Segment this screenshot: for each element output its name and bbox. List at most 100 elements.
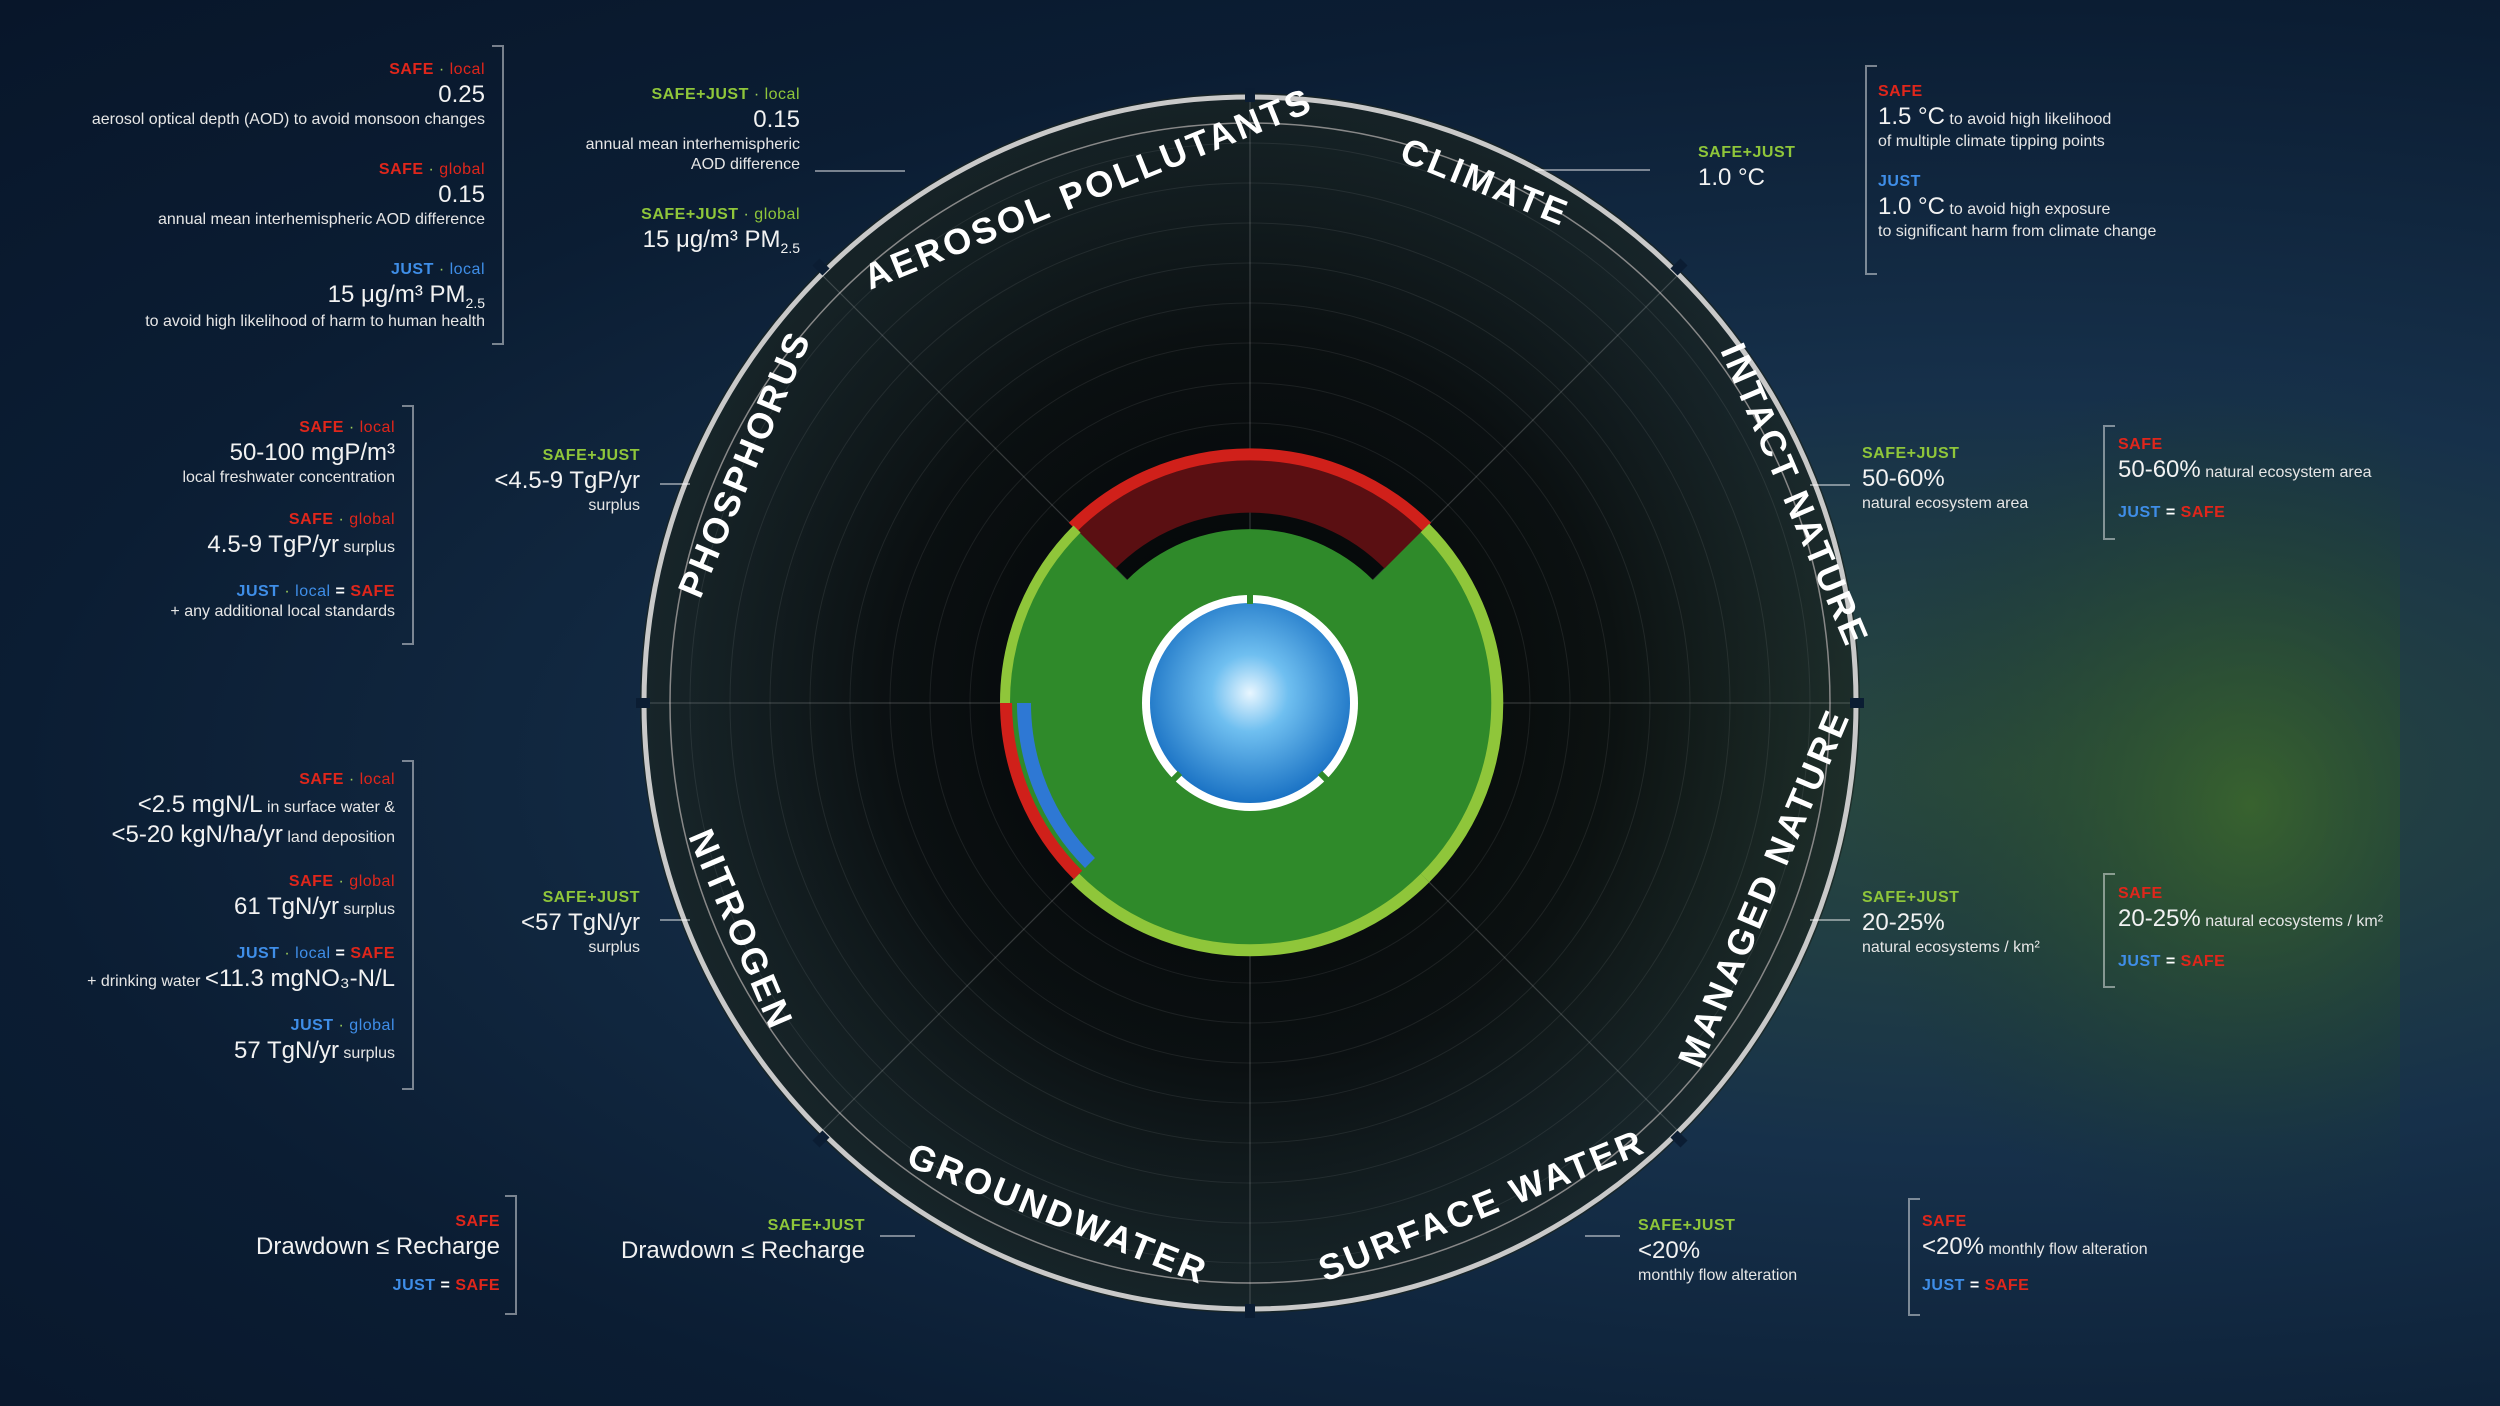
tag-safe: SAFE [1922, 1213, 1967, 1230]
climate-just-note2: to significant harm from climate change [1878, 223, 2157, 240]
tag-safe: SAFE [2180, 504, 2226, 521]
tag-scope: local [359, 771, 395, 788]
nitrogen-surface-water-value: <2.5 mgN/L [137, 791, 263, 818]
managed-inner-value: 20-25% [1862, 909, 1945, 936]
tag-scope: global [754, 206, 800, 223]
tag-scope: local [449, 261, 485, 278]
tag-safejust: SAFE+JUST [767, 1217, 865, 1234]
managed-outer-note: natural ecosystems / km² [2205, 913, 2384, 930]
tag-safejust: SAFE+JUST [1698, 144, 1796, 161]
intact-inner-note: natural ecosystem area [1862, 495, 2029, 512]
climate-safe-note: to avoid high likelihood [1949, 111, 2112, 128]
tag-safe: SAFE [455, 1213, 500, 1230]
guide-rings [689, 142, 1811, 1264]
tag-just: JUST [1878, 173, 1921, 190]
climate-outer-bracket [1865, 65, 1889, 275]
equals-sign: = [440, 1277, 451, 1294]
earth-core [1150, 603, 1350, 803]
nitrogen-surface-water-note: in surface water & [266, 799, 395, 816]
equals-sign: = [1969, 1277, 1980, 1294]
equals-sign: = [335, 945, 346, 962]
climate-outer-block: SAFE 1.5 °C to avoid high likelihood of … [1878, 82, 2298, 272]
aerosol-safe-global-value: 0.15 [438, 181, 485, 208]
tag-scope: global [349, 511, 395, 528]
managed-outer-bracket [2103, 873, 2127, 988]
groundwater-outer-value: Drawdown ≤ Recharge [256, 1233, 500, 1260]
surface-outer-value: <20% [1922, 1233, 1985, 1260]
tag-safejust: SAFE+JUST [542, 447, 640, 464]
groundwater-inner-value: Drawdown ≤ Recharge [621, 1237, 865, 1264]
tag-safe: SAFE [455, 1277, 500, 1294]
tag-just: JUST [236, 583, 280, 600]
aerosol-inner-note2: AOD difference [690, 156, 800, 173]
intact-inner-value: 50-60% [1862, 465, 1945, 492]
managed-outer-value: 20-25% [2118, 905, 2201, 932]
aerosol-safe-local-note: aerosol optical depth (AOD) to avoid mon… [91, 111, 485, 128]
phosphorus-just-note: + any additional local standards [170, 603, 395, 620]
groundwater-outer-block: SAFE Drawdown ≤ Recharge JUST = SAFE [200, 1212, 500, 1296]
core-ticks [1170, 594, 1330, 783]
tag-just: JUST [2118, 953, 2161, 970]
tag-just: JUST [1922, 1277, 1965, 1294]
surface-outer-note: monthly flow alteration [1988, 1241, 2148, 1258]
tag-safe: SAFE [2118, 885, 2163, 902]
nitrogen-deposition-value: <5-20 kgN/ha/yr [111, 821, 283, 848]
tag-safe: SAFE [378, 161, 424, 178]
climate-safe-note2: of multiple climate tipping points [1878, 133, 2105, 150]
tag-just: JUST [290, 1017, 334, 1034]
nitrogen-inner-block: SAFE+JUST <57 TgN/yr surplus [440, 888, 640, 958]
tag-scope: global [349, 1017, 395, 1034]
surface-inner-note: monthly flow alteration [1638, 1267, 1798, 1284]
tag-safejust: SAFE+JUST [641, 206, 739, 223]
pm-subscript: 2.5 [780, 239, 800, 256]
tag-just: JUST [236, 945, 280, 962]
tag-safejust: SAFE+JUST [1862, 445, 1960, 462]
aerosol-inner-local-value: 0.15 [753, 106, 800, 133]
aerosol-outer-block: SAFE · local 0.25 aerosol optical depth … [25, 60, 485, 362]
tag-scope: local [295, 583, 331, 600]
tag-safe: SAFE [288, 873, 334, 890]
tag-safe: SAFE [2118, 436, 2163, 453]
tag-scope: local [359, 419, 395, 436]
safejust-arc-right [1420, 523, 1504, 883]
aerosol-just-local-value: 15 μg/m³ PM [327, 281, 466, 308]
surface-inner-value: <20% [1638, 1237, 1701, 1264]
surface-outer-bracket [1908, 1198, 1932, 1316]
phosphorus-safe-local-value: 50-100 mgP/m³ [229, 439, 395, 466]
aerosol-safe-local-value: 0.25 [438, 81, 485, 108]
safejust-arc-phosphorus [999, 525, 1081, 704]
nitrogen-drinking-water-value: <11.3 mgNO₃-N/L [204, 965, 395, 992]
managed-inner-block: SAFE+JUST 20-25% natural ecosystems / km… [1862, 888, 2102, 958]
intact-outer-note: natural ecosystem area [2205, 464, 2372, 481]
unit-surplus: surplus [343, 1045, 395, 1062]
equals-sign: = [335, 583, 346, 600]
climate-aerosol-exceeded-wedge [1072, 453, 1428, 570]
aerosol-outer-bracket [480, 45, 504, 345]
tag-safe: SAFE [288, 511, 334, 528]
surface-inner-block: SAFE+JUST <20% monthly flow alteration [1638, 1216, 1868, 1286]
phosphorus-inner-block: SAFE+JUST <4.5-9 TgP/yr surplus [440, 446, 640, 516]
intact-outer-value: 50-60% [2118, 456, 2201, 483]
tag-safe: SAFE [350, 945, 395, 962]
nitrogen-drinking-water-note: + drinking water [87, 973, 201, 990]
equals-sign: = [2165, 504, 2176, 521]
nitrogen-safe-arc [1000, 702, 1083, 880]
tag-scope: global [439, 161, 485, 178]
unit-surplus: surplus [343, 539, 395, 556]
phosphorus-safe-global-value: 4.5-9 TgP/yr [207, 531, 339, 558]
ring-gaps [636, 88, 1864, 1318]
aerosol-safe-global-note: annual mean interhemispheric AOD differe… [158, 211, 485, 228]
safejust-arc-bottom [1070, 873, 1430, 957]
pm-subscript: 2.5 [465, 294, 485, 311]
tag-just: JUST [390, 261, 434, 278]
aerosol-inner-note1: annual mean interhemispheric [585, 136, 800, 153]
tag-safejust: SAFE+JUST [651, 86, 749, 103]
tag-safejust: SAFE+JUST [542, 889, 640, 906]
nitrogen-outer-bracket [390, 760, 414, 1090]
tag-safe: SAFE [389, 61, 434, 78]
tag-safe: SAFE [299, 419, 344, 436]
phosphorus-outer-bracket [390, 405, 414, 645]
groundwater-inner-block: SAFE+JUST Drawdown ≤ Recharge [565, 1216, 865, 1266]
